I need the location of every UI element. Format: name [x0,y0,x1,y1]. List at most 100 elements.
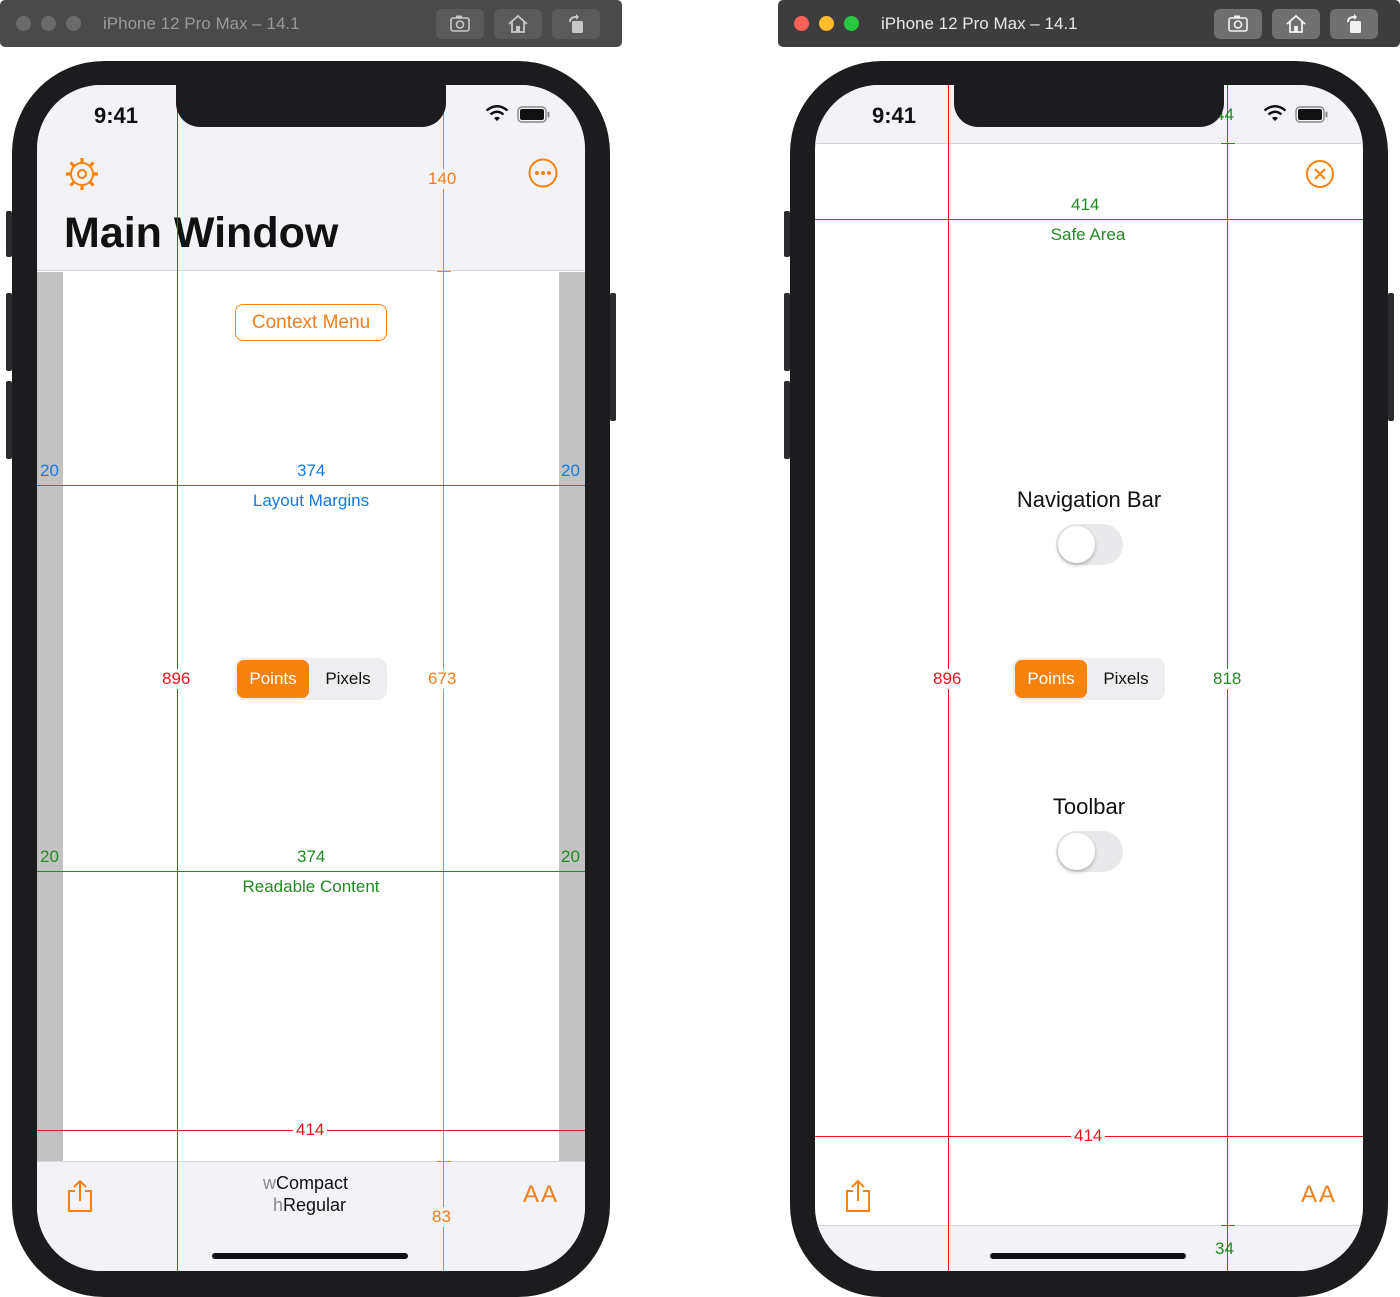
camera-icon [1228,15,1248,32]
safe-bottom-label: 34 [1215,1239,1234,1258]
screenshot-button[interactable] [1214,9,1262,39]
minimize-window-button[interactable] [41,16,56,31]
zoom-window-button[interactable] [844,16,859,31]
safe-area-caption: Safe Area [1050,225,1126,244]
segment-points[interactable]: Points [237,660,309,698]
status-time: 9:41 [872,103,917,128]
readable-right-label: 20 [561,847,580,866]
simulator-window-left: iPhone 12 Pro Max – 14.1 9:41 [0,0,622,1297]
readable-content-caption: Readable Content [242,877,380,896]
size-class-w-prefix: w [263,1173,276,1193]
navigation-bar-label: Navigation Bar [1016,487,1162,512]
units-segmented-control[interactable]: Points Pixels [235,658,387,700]
status-time: 9:41 [94,103,139,128]
notch [176,85,446,127]
nav-bottom-tick [437,271,451,272]
battery-icon [517,105,550,123]
nav-height-label: 140 [425,169,460,189]
toggle-knob [1058,833,1095,870]
bottom-inset-area [815,1225,1363,1271]
segment-points[interactable]: Points [1015,660,1087,698]
layout-margin-left [37,272,63,1161]
safe-bottom-tick [1221,1225,1235,1226]
readable-width-label: 374 [297,847,326,866]
toggle-knob [1058,526,1095,563]
rotate-icon [1347,14,1361,33]
window-title: iPhone 12 Pro Max – 14.1 [103,13,300,33]
readable-left-label: 20 [40,847,59,866]
volume-down-button [784,381,790,459]
layout-margin-width-label: 374 [297,461,326,480]
screenshot-button[interactable] [436,9,484,39]
status-icons [1263,105,1329,123]
volume-up-button [784,293,790,371]
wifi-icon [485,105,509,121]
width-total-label: 414 [293,1120,328,1140]
rotate-button[interactable] [552,9,600,39]
close-icon[interactable] [1305,159,1335,189]
home-button[interactable] [494,9,542,39]
close-window-button[interactable] [16,16,31,31]
share-icon[interactable] [843,1179,873,1213]
ringer-switch [784,211,790,257]
text-size-button[interactable]: AA [523,1181,560,1208]
layout-margin-right [559,272,585,1161]
close-window-button[interactable] [794,16,809,31]
toolbar-toggle[interactable] [1056,831,1123,872]
toolbar-label: Toolbar [1052,794,1126,819]
zoom-window-button[interactable] [66,16,81,31]
safe-height-label: 818 [1210,669,1245,689]
safe-width-label: 414 [1071,195,1100,214]
phone-screen: 9:41 44 896 818 34 414 Safe Area Navigat… [815,85,1363,1271]
layout-margin-right-label: 20 [561,461,580,480]
window-titlebar[interactable]: iPhone 12 Pro Max – 14.1 [0,0,622,47]
height-total-label: 896 [930,669,965,689]
layout-margins-line [37,485,585,486]
more-icon[interactable] [527,157,559,189]
home-icon [508,14,528,33]
layout-margins-caption: Layout Margins [252,491,370,510]
readable-content-line [37,871,585,872]
simulator-window-right: iPhone 12 Pro Max – 14.1 9:41 [778,0,1400,1297]
iphone-frame: 9:41 44 896 818 34 414 Safe Area Navigat… [784,61,1394,1297]
width-total-label: 414 [1071,1126,1106,1146]
size-class-h-value: Regular [283,1195,347,1215]
height-total-label: 896 [159,669,194,689]
size-class-width: wCompact [263,1173,348,1194]
window-titlebar[interactable]: iPhone 12 Pro Max – 14.1 [778,0,1400,47]
minimize-window-button[interactable] [819,16,834,31]
gear-icon[interactable] [65,157,99,191]
home-indicator [990,1253,1186,1259]
size-class-w-value: Compact [276,1173,349,1193]
volume-up-button [6,293,12,371]
wifi-icon [1263,105,1287,121]
units-segmented-control[interactable]: Points Pixels [1013,658,1165,700]
context-menu-button[interactable]: Context Menu [235,304,387,341]
size-class-h-prefix: h [273,1195,284,1215]
share-icon[interactable] [65,1179,95,1213]
rotate-button[interactable] [1330,9,1378,39]
home-icon [1286,14,1306,33]
iphone-frame: 9:41 Main Window Context Menu 140 896 67… [6,61,616,1297]
size-class-height: hRegular [273,1195,346,1216]
power-button [610,293,616,421]
home-indicator [212,1253,408,1259]
camera-icon [450,15,470,32]
navigation-bar-toggle[interactable] [1056,524,1123,565]
power-button [1388,293,1394,421]
volume-down-button [6,381,12,459]
battery-icon [1295,105,1328,123]
toolbar [37,1161,585,1271]
safe-top-tick [1221,143,1235,144]
notch [954,85,1224,127]
rotate-icon [569,14,583,33]
home-button[interactable] [1272,9,1320,39]
toolbar-top-tick [437,1161,451,1162]
safe-area-width-line [815,219,1363,220]
status-icons [485,105,551,123]
segment-pixels[interactable]: Pixels [325,669,371,688]
content-height-label: 673 [425,669,460,689]
toolbar-height-label: 83 [429,1207,454,1227]
segment-pixels[interactable]: Pixels [1103,669,1149,688]
text-size-button[interactable]: AA [1301,1181,1338,1208]
